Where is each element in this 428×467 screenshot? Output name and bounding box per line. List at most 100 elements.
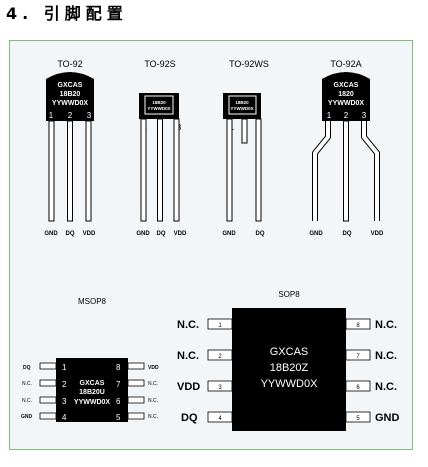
lead xyxy=(85,120,92,222)
pin-label: N.C. xyxy=(22,398,32,404)
marking-line: YYWWD0X xyxy=(328,100,365,107)
lead xyxy=(157,118,163,222)
chip-body xyxy=(56,358,128,422)
package-to92s: TO-92S 18B20 YYWWD0X 1 2 3 GND DQ VDD xyxy=(136,59,187,237)
pin-pad xyxy=(345,411,371,423)
marking-line: 18B20 xyxy=(60,91,81,98)
pin-label: DQ xyxy=(23,365,31,371)
lead xyxy=(67,120,73,222)
chip-body xyxy=(322,72,370,121)
chip-face xyxy=(228,95,257,115)
pin-number: 7 xyxy=(356,354,360,360)
pin-pad xyxy=(39,379,57,387)
pin-pad xyxy=(127,379,145,387)
pin-pad xyxy=(207,318,233,330)
package-name: SOP8 xyxy=(278,290,300,299)
pin-pad xyxy=(39,396,57,404)
pin-label: N.C. xyxy=(148,381,158,387)
pin-pad xyxy=(345,380,371,392)
pin-pad xyxy=(127,412,145,420)
pin-number: 5 xyxy=(116,413,121,422)
pin-label: N.C. xyxy=(375,350,397,362)
pin-number: 3 xyxy=(362,111,367,120)
marking-line: 18B20U xyxy=(79,389,105,396)
pin-label: GND xyxy=(375,412,400,424)
marking-line: GXCAS xyxy=(58,82,83,89)
package-sop8: SOP8 GXCAS 18B20Z YYWWD0X N.C. 1 N.C. 2 … xyxy=(177,290,400,431)
pin-number: 1 xyxy=(218,323,222,329)
pin-pad xyxy=(127,362,145,370)
pin-pad xyxy=(39,412,57,420)
marking-line: 18B20 xyxy=(235,100,249,105)
package-msop8: MSOP8 GXCAS 18B20U YYWWD0X DQ 1 N.C. 2 N… xyxy=(21,297,159,422)
pin-label: GND xyxy=(309,231,323,237)
lead xyxy=(343,120,349,222)
pin-label: N.C. xyxy=(375,319,397,331)
chip-body xyxy=(46,72,94,121)
pin-label: N.C. xyxy=(177,319,199,331)
package-to92: TO-92 GXCAS 18B20 YYWWD0X 1 2 3 GND DQ V… xyxy=(44,59,96,237)
pin-label: GND xyxy=(222,231,236,237)
lead xyxy=(255,118,262,222)
pin-pad xyxy=(345,349,371,361)
pin-number: 5 xyxy=(356,416,360,422)
pin-number: 2 xyxy=(68,111,73,120)
pin-number: 3 xyxy=(62,397,67,406)
pin-label: N.C. xyxy=(148,398,158,404)
pin-label: N.C. xyxy=(148,414,158,420)
pin-number: 2 xyxy=(62,380,67,389)
marking-line: YYWWD0X xyxy=(74,399,111,406)
pin-pad xyxy=(345,318,371,330)
marking-line: YYWWD0X xyxy=(147,106,170,111)
pin-label: DQ xyxy=(343,231,352,237)
pin-number: 8 xyxy=(116,363,121,372)
package-name: TO-92S xyxy=(144,59,175,69)
pin-pad xyxy=(207,349,233,361)
lead xyxy=(140,118,147,222)
pin-label: VDD xyxy=(371,231,384,237)
pin-pad xyxy=(207,411,233,423)
pin-number: 6 xyxy=(356,385,360,391)
marking-line: GXCAS xyxy=(270,346,309,358)
marking-line: GXCAS xyxy=(334,82,359,89)
pin-label: DQ xyxy=(256,231,265,237)
package-name: TO-92 xyxy=(57,59,82,69)
pin-number: 3 xyxy=(87,111,92,120)
pin-label: VDD xyxy=(174,231,187,237)
pin-number: 1 xyxy=(49,111,54,120)
marking-line: 1820 xyxy=(338,91,354,98)
marking-line: GXCAS xyxy=(80,380,105,387)
lead xyxy=(362,121,379,221)
pin-number: 4 xyxy=(218,416,222,422)
marking-line: YYWWD0X xyxy=(52,100,89,107)
package-to92a: TO-92A GXCAS 1820 YYWWD0X 1 2 3 GND DQ V… xyxy=(309,59,384,237)
pin-number: 2 xyxy=(344,111,349,120)
pin-label: N.C. xyxy=(375,381,397,393)
lead xyxy=(226,118,233,222)
chip-face xyxy=(144,95,174,115)
package-name: TO-92WS xyxy=(229,59,269,69)
pin-label: VDD xyxy=(148,365,159,371)
package-name: MSOP8 xyxy=(78,297,107,306)
marking-line: YYWWD0X xyxy=(261,378,319,390)
lead xyxy=(241,118,248,144)
lead xyxy=(48,120,55,222)
pin-label: GND xyxy=(44,231,58,237)
pin-pad xyxy=(127,396,145,404)
pin-number: 6 xyxy=(116,397,121,406)
pin-pad xyxy=(39,362,57,370)
pin-number: 2 xyxy=(218,354,222,360)
marking-line: 18B20 xyxy=(152,100,166,105)
lead xyxy=(173,118,180,222)
pin-number: 8 xyxy=(356,323,360,329)
pin-number: 4 xyxy=(62,413,67,422)
marking-line: YYWWD0X xyxy=(230,106,253,111)
lead xyxy=(313,121,330,221)
section-heading: 4. 引脚配置 xyxy=(6,4,128,23)
package-to92ws: TO-92WS 18B20 YYWWD0X 1 2 3 GND DQ xyxy=(222,59,269,237)
marking-line: 18B20Z xyxy=(270,362,309,374)
pin-number: 3 xyxy=(218,385,222,391)
pin-label: DQ xyxy=(66,231,75,237)
pin-diagram: TO-92 GXCAS 18B20 YYWWD0X 1 2 3 GND DQ V… xyxy=(21,59,400,431)
chip-body xyxy=(232,308,346,431)
